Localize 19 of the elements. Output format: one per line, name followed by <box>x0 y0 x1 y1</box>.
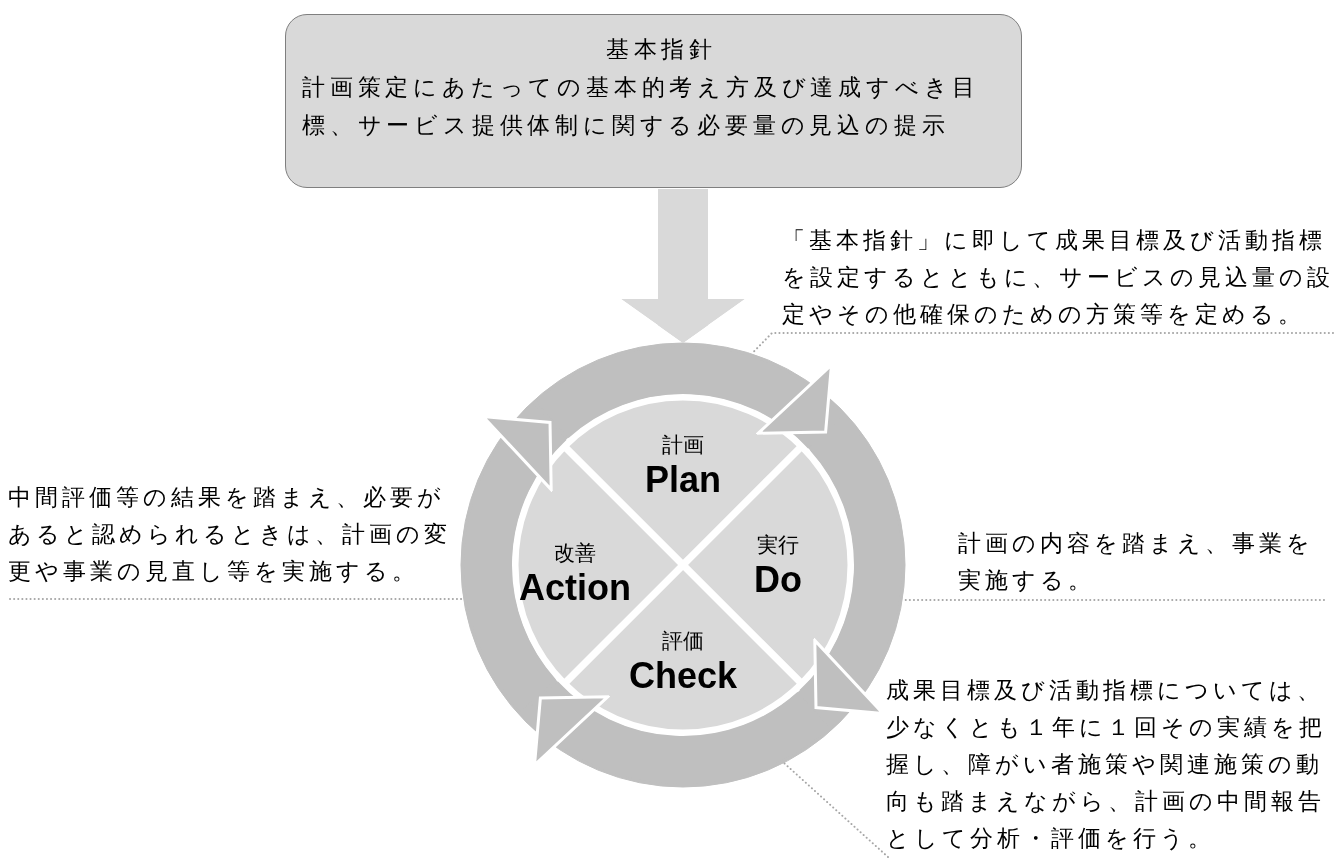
leader-line <box>782 761 889 858</box>
leader-line <box>750 332 1334 355</box>
leader-line <box>9 598 465 600</box>
phase-name: Check <box>628 655 737 697</box>
box-body: 計画策定にあたっての基本的考え方及び達成すべき目標、サービス提供体制に関する必要量の見込の提示 <box>302 73 982 140</box>
phase-name: Do <box>754 559 802 601</box>
box-heading: 基本指針 <box>605 35 718 64</box>
note-text: 「基本指針」に即して成果目標及び活動指標を設定するとともに、サービスの見込量の設定やその他確保のための方策等を定める。 <box>782 222 1335 333</box>
note-text: 中間評価等の結果を踏まえ、必要があると認められるときは、計画の変更や事業の見直し等を実施する。 <box>8 479 456 590</box>
phase-label: 実行 <box>757 532 799 558</box>
note-text: 計画の内容を踏まえ、事業を実施する。 <box>958 525 1326 599</box>
phase-label: 計画 <box>662 432 704 458</box>
phase-label: 評価 <box>662 628 704 654</box>
guideline-box <box>285 14 1022 188</box>
phase-name: Plan <box>644 459 721 501</box>
phase-name: Action <box>519 567 631 609</box>
block-arrow <box>621 189 745 343</box>
note-text: 成果目標及び活動指標については、少なくとも１年に１回その実績を把握し、障がい者施策や関連施策の動向も踏まえながら、計画の中間報告として分析・評価を行う。 <box>886 672 1334 857</box>
phase-label: 改善 <box>554 540 596 566</box>
